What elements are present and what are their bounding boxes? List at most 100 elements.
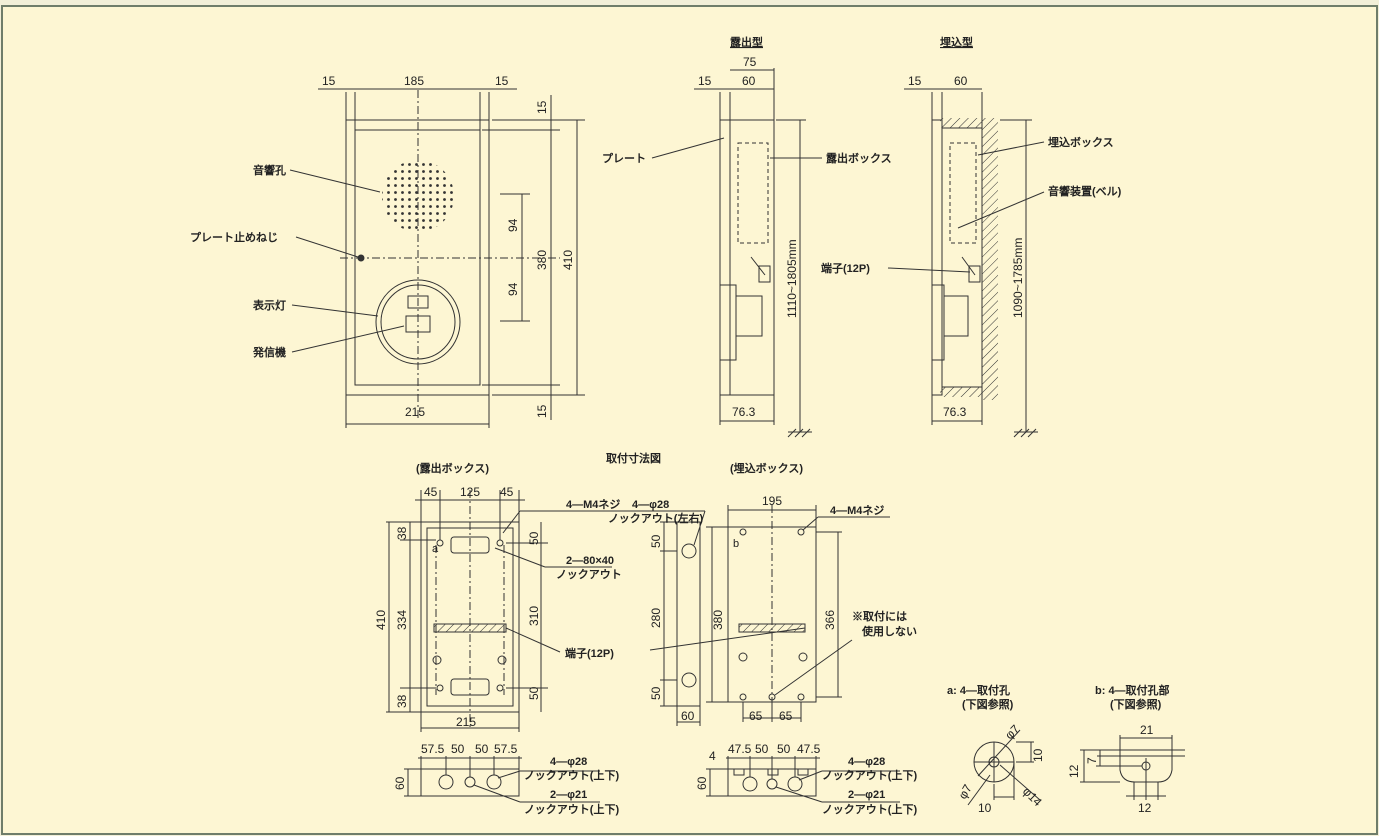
side-knockout-view [600,510,706,726]
fbox-blabel-ko21b: ノックアウト(上下) [822,802,917,816]
detail-a-view [967,729,1041,806]
sbox-bdim-d: 57.5 [494,742,518,756]
flush-box-front [649,505,890,722]
label-surface-box: 露出ボックス [826,151,892,165]
side-dim-60: 60 [681,709,695,723]
fbox-note-2: 使用しない [861,624,917,638]
surface-box-bottom [404,756,600,803]
sbox-blabel-ko21b: ノックアウト(上下) [524,802,619,816]
detail-a-phi7b: φ7 [955,782,975,802]
sbox-dim-50b: 50 [527,686,541,700]
fbox-bdim-b: 50 [755,742,769,756]
fbox-bdim-a: 47.5 [728,742,752,756]
detail-b-view [1080,735,1185,800]
fbox-note-1: ※取付には [852,609,907,623]
surface-box-front [386,490,612,732]
fbox-bdim-h: 60 [695,776,709,790]
front-dim-left15: 15 [322,74,336,88]
front-dim-380: 380 [535,250,549,270]
fbox-dim-380: 380 [711,610,725,630]
sbox-blabel-ko28: 4—φ28 [550,756,587,768]
sbox-dim-50a: 50 [527,531,541,545]
fbox-dim-65b: 65 [779,709,793,723]
flush-box-bottom [706,756,900,803]
flush-dim-height: 1090~1785mm [1011,238,1025,318]
sbox-blabel-ko28b: ノックアウト(上下) [524,768,619,782]
label-terminal-bottom: 端子(12P) [565,646,614,660]
sbox-dim-45a: 45 [424,485,438,499]
sbox-label-m4: 4—M4ネジ [566,498,620,511]
detail-b-sub: (下図参照) [1110,697,1162,711]
front-dim-215: 215 [405,405,425,419]
sbox-dim-410: 410 [374,610,388,630]
detail-b-d12a: 12 [1067,764,1081,778]
label-speaker-hole: 音響孔 [253,163,286,177]
side-label-ko28b: ノックアウト(左右) [608,511,703,525]
sbox-dim-45b: 45 [500,485,514,499]
fbox-dim-366: 366 [823,610,837,630]
front-view [289,88,585,428]
detail-b-d21: 21 [1140,723,1154,737]
sbox-bdim-c: 50 [475,742,489,756]
flush-dim-60: 60 [954,74,968,88]
sbox-bdim-b: 50 [451,742,465,756]
title-surface-box: (露出ボックス) [416,461,489,475]
front-dim-94a: 94 [506,218,520,232]
title-flush-type: 埋込型 [940,35,973,49]
drawing-frame [1,5,1378,835]
fbox-dim-65a: 65 [749,709,763,723]
front-dim-bottom15: 15 [535,404,549,418]
label-flush-box: 埋込ボックス [1048,135,1114,149]
fbox-dim-195: 195 [762,494,782,508]
title-flush-box: (埋込ボックス) [730,461,803,475]
flush-dim-763: 76.3 [943,405,967,419]
surface-dim-763: 76.3 [732,405,756,419]
front-dim-top15: 15 [535,100,549,114]
detail-b-d7: 7 [1085,757,1099,764]
fbox-blabel-ko28: 4—φ28 [848,756,885,768]
sbox-dim-310: 310 [527,606,541,626]
side-dim-50a: 50 [649,534,663,548]
label-plate-screw: プレート止めねじ [190,230,278,244]
sbox-bdim-h: 60 [393,776,407,790]
detail-b-title: b: 4—取付孔部 [1095,683,1170,697]
fbox-label-m4: 4—M4ネジ [830,504,884,517]
label-indicator-lamp: 表示灯 [252,298,286,312]
side-label-ko28: 4—φ28 [632,499,669,511]
flush-side-view [887,88,1045,438]
fbox-bdim-4: 4 [709,749,716,763]
sbox-dim-215: 215 [456,715,476,729]
speaker-grille [382,160,454,232]
sbox-dim-334: 334 [395,610,409,630]
label-transmitter: 発信機 [252,345,286,359]
label-bell: 音響装置(ベル) [1048,184,1122,198]
front-dim-410: 410 [561,250,575,270]
sbox-bdim-a: 57.5 [421,742,445,756]
sbox-dim-125: 125 [460,485,480,499]
detail-a-title: a: 4—取付孔 [947,683,1010,697]
detail-b-d12b: 12 [1138,801,1152,815]
plate-screw [357,254,365,262]
caption-mounting-dimensions: 取付寸法図 [606,451,661,465]
sbox-label-ko80: 2—80×40 [566,555,614,567]
detail-a-d10a: 10 [978,801,992,815]
front-dim-94b: 94 [506,282,520,296]
sbox-label-a: a [432,543,439,555]
side-dim-50b: 50 [649,686,663,700]
surface-dim-height: 1110~1805mm [785,239,799,318]
sbox-label-ko80b: ノックアウト [556,568,622,581]
fbox-label-b: b [733,538,739,550]
surface-dim-15: 15 [698,74,712,88]
label-terminal-top: 端子(12P) [821,261,870,275]
flush-dim-15: 15 [908,74,922,88]
fbox-bdim-d: 47.5 [797,742,821,756]
title-surface-type: 露出型 [730,35,763,49]
label-plate: プレート [602,151,646,165]
sbox-blabel-ko21: 2—φ21 [550,789,587,801]
detail-a-sub: (下図参照) [962,697,1014,711]
surface-side-view [651,68,822,438]
front-dim-right15: 15 [495,74,509,88]
surface-dim-60: 60 [742,74,756,88]
